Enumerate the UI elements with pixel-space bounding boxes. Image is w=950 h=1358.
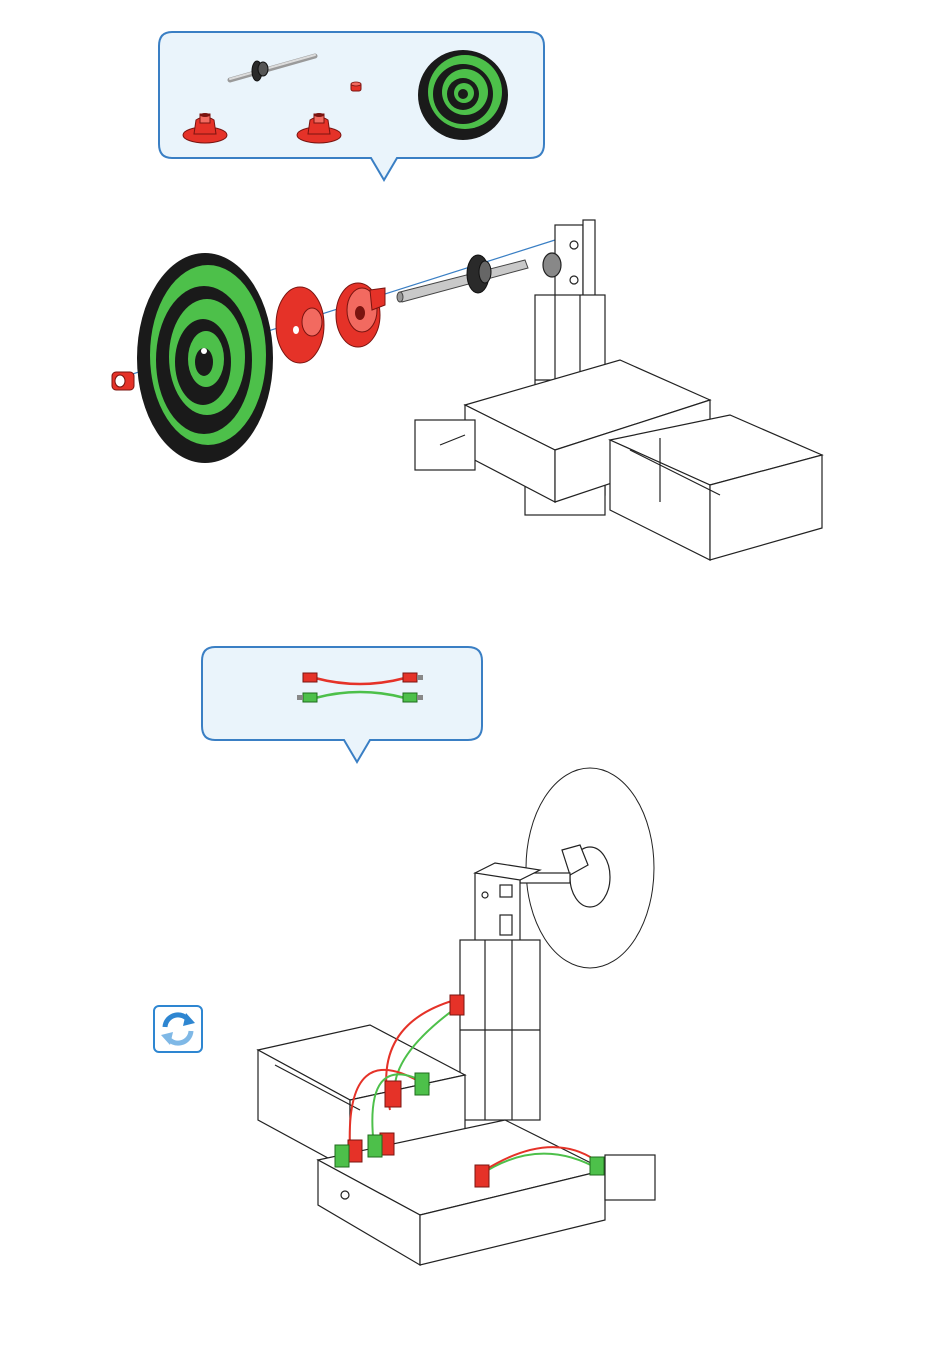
hub-nut-icon	[180, 110, 230, 145]
spiral-disc-icon	[137, 253, 273, 463]
step1-assembly-illustration	[100, 210, 840, 575]
clip-bushing-icon	[349, 80, 363, 94]
hub-nut-icon	[336, 283, 385, 347]
spiral-disc-icon	[415, 48, 511, 142]
hub-nut-icon	[294, 110, 344, 145]
motor-tower-icon	[460, 863, 540, 1120]
clip-bushing-icon	[112, 372, 134, 390]
axle-with-gear-icon	[225, 48, 320, 88]
step2-assembly-illustration	[250, 765, 670, 1295]
cable-pair-icon	[295, 668, 425, 708]
battery-box-icon	[610, 415, 822, 560]
axle-with-gear-icon	[397, 255, 528, 302]
disc-outline-icon	[520, 768, 654, 968]
hub-plate-icon	[276, 287, 324, 363]
rotate-icon	[153, 1005, 203, 1053]
